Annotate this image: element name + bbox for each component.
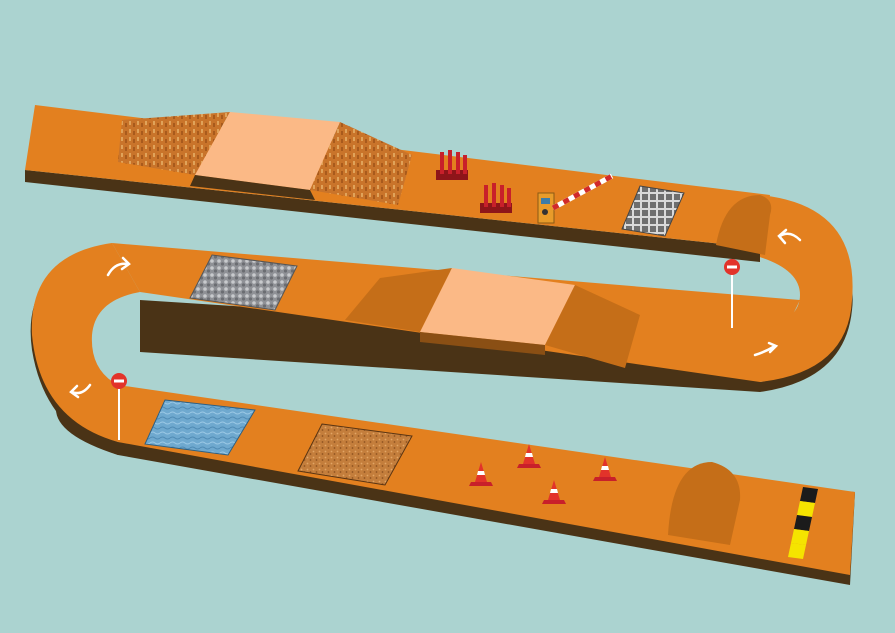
road-barrier-icon	[480, 183, 512, 213]
speed-bump-top-right	[716, 195, 772, 255]
cattle-grid	[621, 185, 685, 237]
direction-arrow-icon	[69, 383, 92, 399]
speed-bump-bottom	[668, 462, 741, 545]
traffic-cone-icon	[593, 457, 617, 481]
direction-arrow-icon	[753, 341, 779, 357]
no-entry-sign-icon	[724, 259, 740, 328]
traffic-cone-icon	[469, 462, 493, 486]
boom-gate-icon	[537, 173, 614, 224]
direction-arrow-icon	[106, 256, 131, 277]
u-turn-left	[31, 243, 140, 442]
no-entry-sign-icon	[111, 373, 127, 440]
finish-line	[788, 487, 818, 559]
gravel-patch	[189, 254, 298, 311]
sand-patch	[297, 423, 413, 486]
water-patch	[144, 399, 256, 456]
ramp-middle	[345, 268, 640, 368]
traffic-cone-icon	[517, 444, 541, 468]
road-barrier-icon	[436, 150, 468, 180]
direction-arrow-icon	[777, 228, 802, 245]
ramp-top	[118, 112, 412, 205]
traffic-cone-icon	[542, 480, 566, 504]
